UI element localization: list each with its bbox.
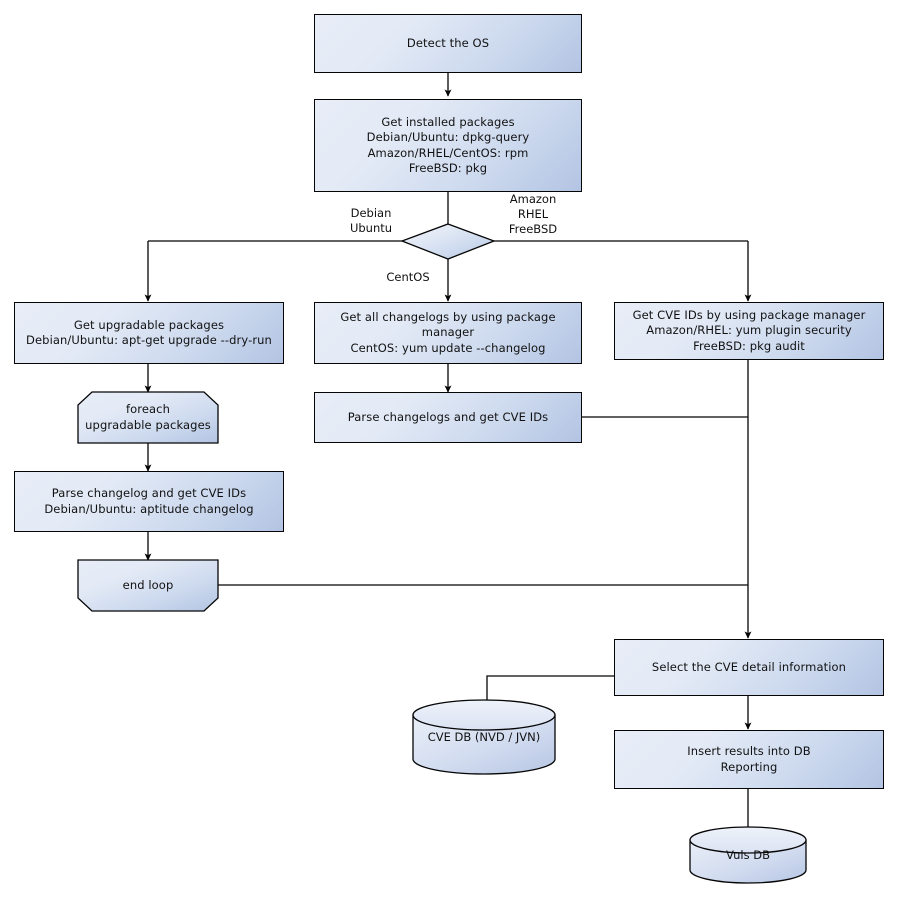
node-insert-results-label: Insert results into DB Reporting bbox=[687, 744, 811, 774]
edge-label-branch-right: Amazon RHEL FreeBSD bbox=[508, 192, 558, 236]
node-get-upgradable-packages[interactable]: Get upgradable packages Debian/Ubuntu: a… bbox=[14, 302, 284, 364]
os-decision-diamond bbox=[400, 223, 496, 260]
node-vuls-db-label: Vuls DB bbox=[726, 848, 770, 862]
node-get-installed-packages[interactable]: Get installed packages Debian/Ubuntu: dp… bbox=[314, 99, 582, 192]
node-select-cve-detail-label: Select the CVE detail information bbox=[651, 659, 847, 674]
node-parse-changelogs-all[interactable]: Parse changelogs and get CVE IDs bbox=[314, 392, 582, 443]
node-cve-db-label: CVE DB (NVD / JVN) bbox=[427, 730, 541, 744]
edge-label-branch-down: CentOS bbox=[386, 270, 430, 284]
node-parse-changelog-one-label: Parse changelog and get CVE IDs Debian/U… bbox=[44, 486, 254, 516]
node-select-cve-detail[interactable]: Select the CVE detail information bbox=[614, 639, 884, 696]
node-vuls-db[interactable]: Vuls DB bbox=[690, 827, 806, 883]
node-insert-results[interactable]: Insert results into DB Reporting bbox=[614, 730, 884, 789]
node-end-loop[interactable]: end loop bbox=[78, 560, 218, 611]
node-detect-os[interactable]: Detect the OS bbox=[314, 14, 582, 73]
node-get-all-changelogs-label: Get all changelogs by using package mana… bbox=[340, 310, 556, 355]
node-get-installed-packages-label: Get installed packages Debian/Ubuntu: dp… bbox=[366, 115, 530, 175]
edge-label-branch-left: Debian Ubuntu bbox=[349, 206, 393, 235]
node-cve-db[interactable]: CVE DB (NVD / JVN) bbox=[413, 700, 555, 774]
node-get-all-changelogs[interactable]: Get all changelogs by using package mana… bbox=[314, 302, 582, 364]
node-get-cve-ids-pkgmgr-label: Get CVE IDs by using package manager Ama… bbox=[632, 308, 866, 353]
node-parse-changelog-one[interactable]: Parse changelog and get CVE IDs Debian/U… bbox=[14, 471, 284, 532]
node-detect-os-label: Detect the OS bbox=[406, 35, 490, 50]
node-foreach-loop-start[interactable]: foreach upgradable packages bbox=[78, 392, 218, 443]
node-end-loop-label: end loop bbox=[122, 577, 174, 592]
node-get-cve-ids-pkgmgr[interactable]: Get CVE IDs by using package manager Ama… bbox=[614, 302, 884, 360]
node-get-upgradable-packages-label: Get upgradable packages Debian/Ubuntu: a… bbox=[26, 317, 272, 347]
node-foreach-loop-start-label: foreach upgradable packages bbox=[85, 402, 211, 432]
node-parse-changelogs-all-label: Parse changelogs and get CVE IDs bbox=[347, 409, 549, 424]
